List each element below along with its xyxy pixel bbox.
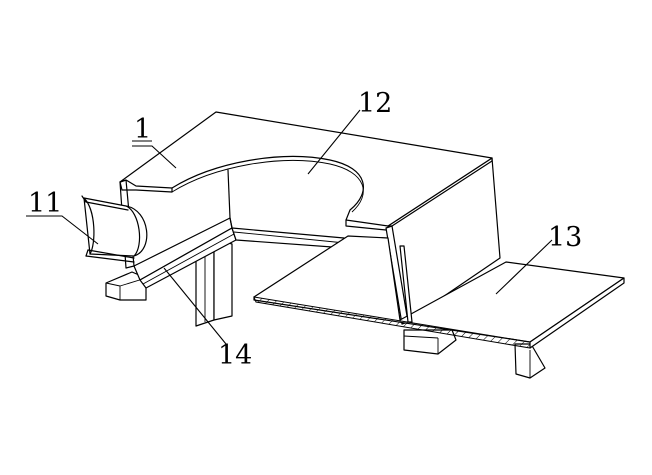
side-channel xyxy=(133,217,347,289)
right-support-leg xyxy=(514,343,546,379)
label-11: 11 xyxy=(28,188,62,219)
label-12: 12 xyxy=(358,88,392,119)
inlet-pipe xyxy=(81,195,148,263)
bottom-plate xyxy=(253,235,625,349)
label-14: 14 xyxy=(218,340,252,371)
label-13: 13 xyxy=(548,222,582,253)
left-foot-block xyxy=(105,271,147,301)
label-1: 1 xyxy=(134,114,151,145)
main-body xyxy=(119,111,501,325)
